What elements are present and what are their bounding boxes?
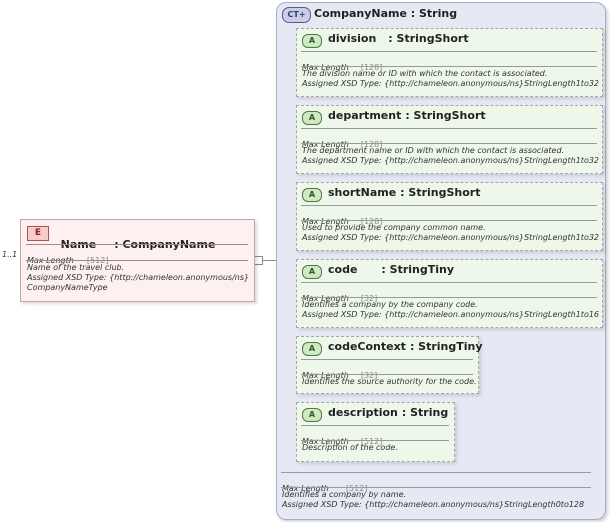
divider xyxy=(281,487,591,488)
divider xyxy=(301,297,597,298)
attribute-badge: A xyxy=(302,34,322,48)
attribute-card-description[interactable] xyxy=(296,402,455,462)
attribute-badge: A xyxy=(302,111,322,125)
attribute-badge: A xyxy=(302,342,322,356)
divider xyxy=(301,374,473,375)
divider xyxy=(281,472,591,473)
attribute-max-length: Max Length[32] xyxy=(302,371,378,380)
attribute-documentation: The division name or ID with which the c… xyxy=(302,69,600,88)
attribute-max-length: Max Length[128] xyxy=(302,217,383,226)
attribute-badge: A xyxy=(302,408,322,422)
doc-line: CompanyNameType xyxy=(27,283,108,292)
attribute-badge: A xyxy=(302,188,322,202)
divider xyxy=(301,425,449,426)
attribute-max-length: Max Length[128] xyxy=(302,63,383,72)
attribute-max-length: Max Length[512] xyxy=(302,437,383,446)
attribute-title: description: String xyxy=(328,406,449,419)
attribute-title: code: StringTiny xyxy=(328,263,455,276)
attribute-title: codeContext: StringTiny xyxy=(328,340,483,353)
divider xyxy=(301,51,597,52)
doc-line: Name of the travel club. xyxy=(27,263,125,272)
attribute-documentation: Description of the code. xyxy=(302,443,398,452)
divider xyxy=(301,205,597,206)
attribute-card-shortname[interactable] xyxy=(296,182,603,251)
attribute-documentation: Identifies the source authority for the … xyxy=(302,377,477,386)
attribute-badge: A xyxy=(302,265,322,279)
divider xyxy=(301,282,597,283)
attribute-max-length: Max Length[128] xyxy=(302,140,383,149)
element-documentation: Name of the travel club. Assigned XSD Ty… xyxy=(27,263,249,293)
attribute-documentation: Used to provide the company common name.… xyxy=(302,223,600,242)
complex-type-title: CompanyName : String xyxy=(314,7,458,20)
attribute-card-codecontext[interactable] xyxy=(296,336,479,394)
attribute-documentation: The department name or ID with which the… xyxy=(302,146,600,165)
complex-type-badge: CT+ xyxy=(282,7,311,23)
attribute-card-code[interactable] xyxy=(296,259,603,328)
divider xyxy=(301,440,449,441)
attribute-card-department[interactable] xyxy=(296,105,603,174)
doc-line: Assigned XSD Type: {http://chameleon.ano… xyxy=(27,273,250,282)
divider xyxy=(26,260,248,261)
attribute-card-division[interactable] xyxy=(296,28,603,97)
attribute-title: shortName: StringShort xyxy=(328,186,481,199)
attribute-title: department: StringShort xyxy=(328,109,486,122)
complex-type-max-length: Max Length [512] xyxy=(282,484,368,493)
attribute-documentation: Identifies a company by the company code… xyxy=(302,300,600,319)
divider xyxy=(301,66,597,67)
divider xyxy=(301,220,597,221)
divider xyxy=(26,244,248,245)
divider xyxy=(301,143,597,144)
attribute-title: division: StringShort xyxy=(328,32,469,45)
multiplicity-label: 1..1 xyxy=(2,250,18,259)
divider xyxy=(301,128,597,129)
complex-type-documentation: Identifies a company by name. Assigned X… xyxy=(282,490,585,509)
attribute-max-length: Max Length[32] xyxy=(302,294,378,303)
element-badge: E xyxy=(27,226,49,241)
divider xyxy=(301,359,473,360)
